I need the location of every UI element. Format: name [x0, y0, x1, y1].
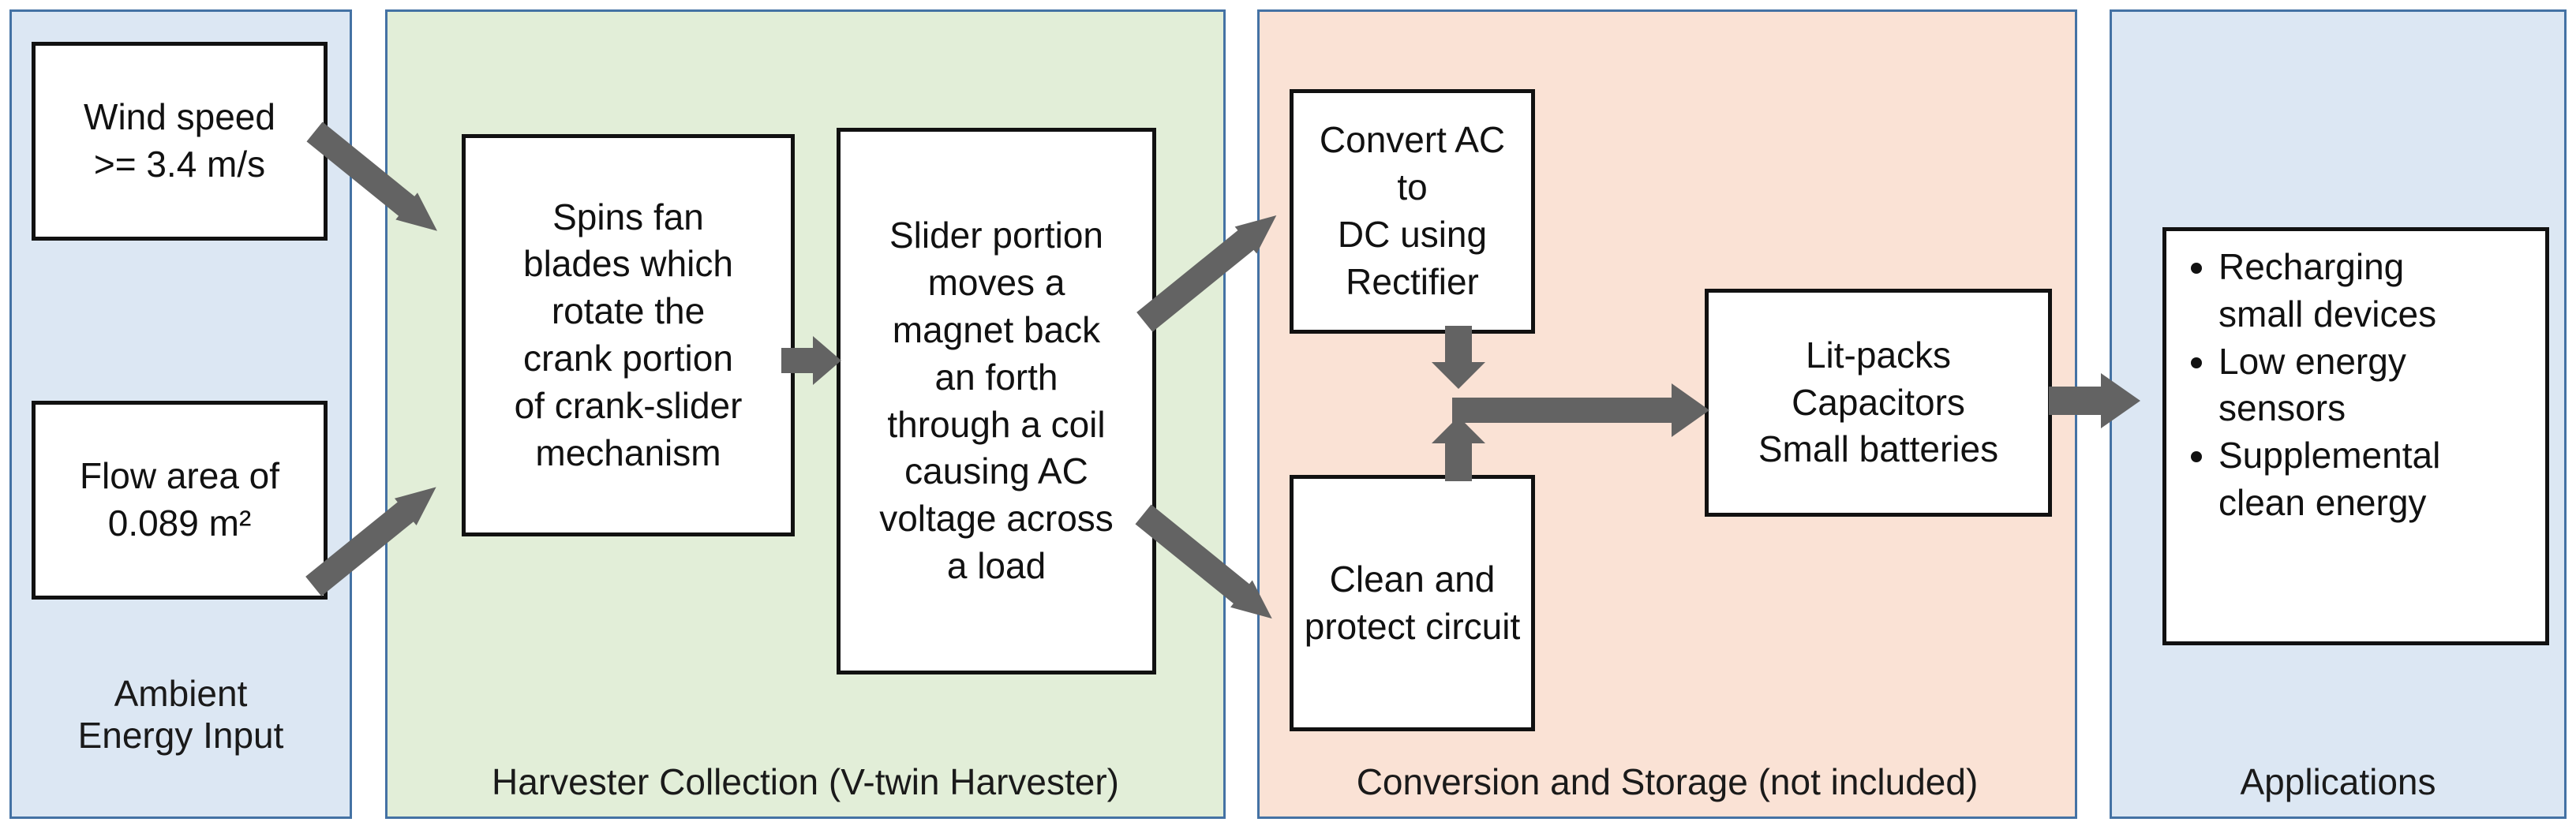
node-slider-portion: Slider portion moves a magnet back an fo… [837, 128, 1156, 674]
node-clean-and-protect-circuit: Clean and protect circuit [1290, 475, 1535, 731]
node-storage-devices-label: Lit-packs Capacitors Small batteries [1758, 334, 1999, 470]
arrow-junction-to-storage [1452, 380, 1713, 440]
arrow-storage-to-applications [2049, 371, 2144, 431]
node-wind-speed-label: Wind speed >= 3.4 m/s [84, 96, 275, 185]
node-flow-area: Flow area of 0.089 m² [32, 401, 328, 600]
node-convert-ac-to-dc: Convert AC to DC using Rectifier [1290, 89, 1535, 334]
node-flow-area-label: Flow area of 0.089 m² [79, 455, 280, 544]
panel-caption-conversion-and-storage: Conversion and Storage (not included) [1356, 761, 1979, 802]
node-storage-devices: Lit-packs Capacitors Small batteries [1705, 289, 2052, 517]
arrow-flow-area-to-spins-fan [305, 438, 477, 596]
list-item: Low energy sensors [2218, 338, 2525, 433]
arrow-convert-ac-down [1427, 326, 1490, 390]
panel-caption-ambient-energy-input: Ambient Energy Input [77, 673, 284, 757]
panel-caption-applications: Applications [2240, 761, 2436, 802]
list-item: Recharging small devices [2218, 244, 2525, 338]
arrow-wind-speed-to-spins-fan [306, 121, 477, 260]
node-wind-speed: Wind speed >= 3.4 m/s [32, 42, 328, 241]
arrow-slider-to-convert-ac [1136, 170, 1316, 332]
node-applications-list: Recharging small devices Low energy sens… [2162, 227, 2549, 645]
arrow-spins-fan-to-slider [781, 331, 844, 390]
node-clean-and-protect-circuit-label: Clean and protect circuit [1304, 558, 1521, 647]
node-spins-fan-blades: Spins fan blades which rotate the crank … [462, 134, 795, 536]
list-item: Supplemental clean energy [2218, 432, 2525, 527]
node-spins-fan-blades-label: Spins fan blades which rotate the crank … [514, 196, 743, 473]
panel-caption-harvester-collection: Harvester Collection (V-twin Harvester) [491, 761, 1119, 802]
arrow-slider-to-clean-protect [1135, 504, 1314, 655]
node-slider-portion-label: Slider portion moves a magnet back an fo… [879, 215, 1114, 586]
node-convert-ac-to-dc-label: Convert AC to DC using Rectifier [1319, 119, 1506, 302]
arrow-clean-protect-up [1427, 417, 1490, 483]
